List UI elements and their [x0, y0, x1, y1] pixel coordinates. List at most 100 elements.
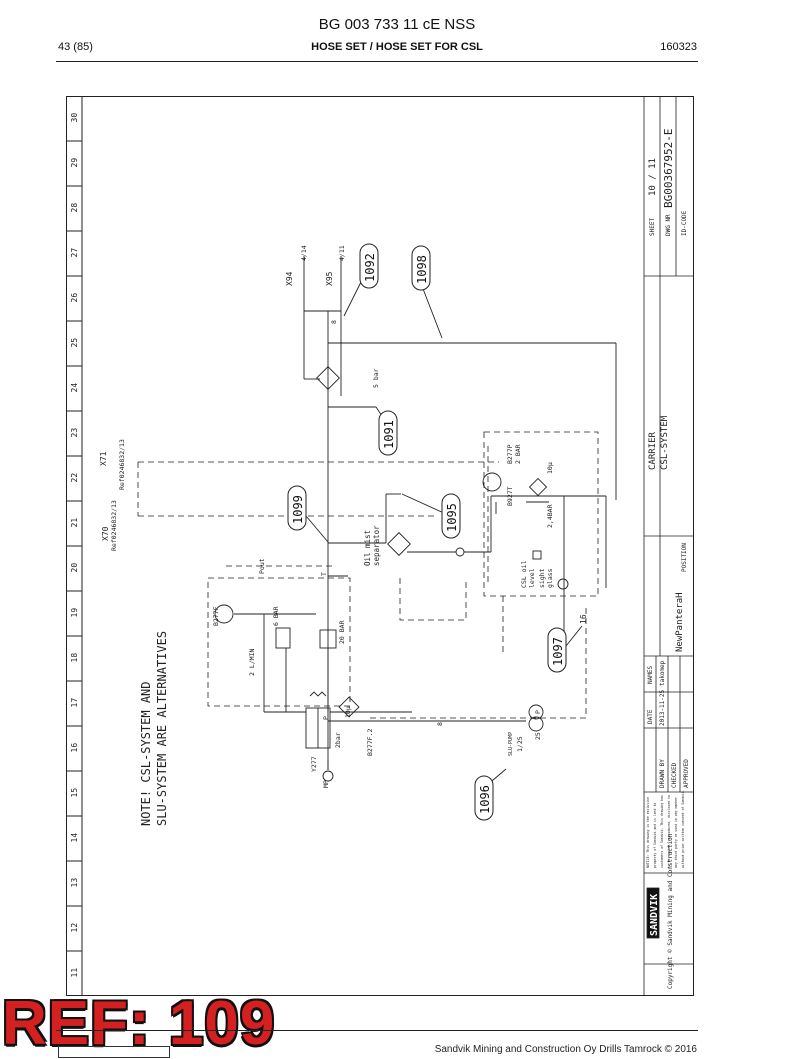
- title-block: [643, 96, 694, 996]
- label-eight-b: 8: [436, 722, 444, 726]
- label-two-bar-b: 2bar: [334, 732, 342, 748]
- ruler-label: 12: [70, 923, 79, 933]
- label-two-lmin: 2 L/MIN: [248, 649, 256, 676]
- footer-text: Sandvik Mining and Construction Oy Drill…: [434, 1044, 697, 1055]
- ruler-label: 15: [70, 788, 79, 798]
- label-sight-1: sight: [538, 568, 546, 588]
- callout-1098: 1098: [415, 255, 429, 284]
- callout-1092: 1092: [363, 253, 377, 282]
- ruler-label: 17: [70, 698, 79, 708]
- label-oil-mist-1: Oil mist: [363, 530, 372, 566]
- tb-notice-3: customers of Sandvik. This drawing has: [660, 795, 664, 868]
- tb-product: NewPanteraH: [675, 592, 685, 652]
- ruler-label: 24: [70, 383, 79, 393]
- label-two-bar-a: 2 BAR: [514, 444, 522, 464]
- ruler-label: 23: [70, 428, 79, 438]
- callout-1096-pill: [474, 775, 494, 821]
- ruler-label: 21: [70, 518, 79, 528]
- header-rule: [56, 61, 698, 62]
- callout-1091: 1091: [382, 420, 396, 449]
- ruler-label: 11: [70, 968, 79, 978]
- label-oil-mist-2: separator: [372, 525, 381, 566]
- document-date: 160323: [660, 41, 697, 53]
- label-pump-p: P: [534, 710, 542, 714]
- tb-carrier: CARRIER: [648, 431, 658, 470]
- document-title: BG 003 733 11 cE NSS: [318, 16, 476, 33]
- callout-1096: 1096: [478, 785, 492, 814]
- callout-1099-pill: [287, 485, 307, 531]
- tb-brand-logo: SANDVIK: [649, 894, 660, 936]
- callout-1095-pill: [441, 493, 461, 539]
- ruler-label: 16: [70, 743, 79, 753]
- tb-date-label: DATE: [647, 709, 654, 724]
- label-six-bar: 6 BAR: [272, 606, 280, 626]
- callout-1095: 1095: [445, 503, 459, 532]
- callout-1097: 1097: [551, 637, 565, 666]
- tb-drawn-name: takomep: [659, 660, 666, 686]
- label-five-bar: 5 bar: [372, 368, 380, 388]
- label-b277f2: B277F.2: [366, 729, 374, 756]
- label-sixteen: 16: [579, 614, 588, 624]
- note-line-2: SLU-SYSTEM ARE ALTERNATIVES: [155, 631, 169, 826]
- label-slu-1: SLU-PUMP: [508, 732, 514, 756]
- callout-1099: 1099: [291, 495, 305, 524]
- label-ten-mu-a: 10µ: [546, 462, 554, 474]
- label-x94-ref: 4/14: [300, 245, 308, 261]
- label-x95-ref: 4/11: [338, 245, 346, 261]
- ruler-label: 26: [70, 293, 79, 303]
- label-csl-oil-1: CSL oil: [520, 561, 528, 588]
- tb-notice-6: without prior written consent of Sandvik…: [681, 789, 685, 868]
- ruler-label: 18: [70, 653, 79, 663]
- label-t: T: [320, 572, 328, 576]
- ruler-label: 22: [70, 473, 79, 483]
- label-sight-2: glass: [546, 568, 554, 588]
- label-twenty-bar: 20 BAR: [338, 620, 346, 644]
- ruler-label: 19: [70, 608, 79, 618]
- footer-rule: [56, 1030, 698, 1031]
- label-pump-25: 25: [534, 732, 542, 740]
- label-x94: X94: [285, 271, 294, 286]
- tb-copyright: Copyright © Sandvik Mining and Construct…: [667, 833, 674, 989]
- label-p: P: [322, 716, 330, 720]
- tb-notice-1: NOTICE: This drawing is the exclusive: [646, 797, 650, 868]
- label-x95: X95: [325, 271, 334, 286]
- tb-sheet: 10 / 11: [648, 158, 658, 196]
- ruler-label: 25: [70, 338, 79, 348]
- label-b277p: B277P: [506, 444, 514, 464]
- label-ten-mu-b: 10µ: [344, 706, 352, 718]
- page-number: 43 (85): [58, 41, 93, 53]
- callout-1098-pill: [411, 245, 431, 291]
- tb-position-label: POSITION: [681, 543, 688, 572]
- label-two-4bar: 2,4BAR: [546, 504, 554, 528]
- label-y277: Y277: [310, 756, 318, 772]
- label-x70: X70: [101, 526, 110, 541]
- ruler-label: 13: [70, 878, 79, 888]
- tb-system: CSL-SYSTEM: [660, 415, 670, 470]
- document-subtitle: HOSE SET / HOSE SET FOR CSL: [311, 41, 483, 53]
- tb-approved: APPROVED: [683, 759, 690, 788]
- ruler-label: 27: [70, 248, 79, 258]
- callout-1092-pill: [359, 243, 379, 289]
- tb-drawn-by: DRAWN BY: [659, 759, 666, 788]
- note-line-1: NOTE! CSL-SYSTEM AND: [139, 682, 153, 827]
- tb-checked: CHECKED: [671, 762, 678, 788]
- label-b277f: B277F: [212, 606, 220, 626]
- tb-notice-2: property of Sandvik and is lent to: [653, 803, 657, 868]
- tb-names-label: NAMES: [647, 666, 654, 684]
- ruler-label: 14: [70, 833, 79, 843]
- label-pout: Pout: [258, 558, 266, 574]
- label-x71: X71: [99, 451, 108, 466]
- tb-idcode-label: ID-CODE: [681, 210, 688, 236]
- tb-dwg-label: DWG NR: [665, 214, 672, 236]
- tb-notice-4: to be copied, reproduced, disclosed to: [667, 795, 671, 868]
- label-b927t: B927T: [506, 486, 514, 506]
- callout-1091-pill: [378, 410, 398, 456]
- tb-dwg: BG00367952-E: [662, 129, 675, 208]
- label-x70-ref: Ref0246832/13: [110, 500, 118, 551]
- ruler-label: 30: [70, 113, 79, 123]
- label-eight-a: 8: [330, 320, 338, 324]
- footer-logo: [58, 1046, 170, 1058]
- label-csl-oil-2: level: [528, 568, 536, 588]
- tb-notice-5: any third party or used in any manner: [674, 797, 678, 868]
- tb-drawn-date: 2013-11-25: [659, 689, 666, 726]
